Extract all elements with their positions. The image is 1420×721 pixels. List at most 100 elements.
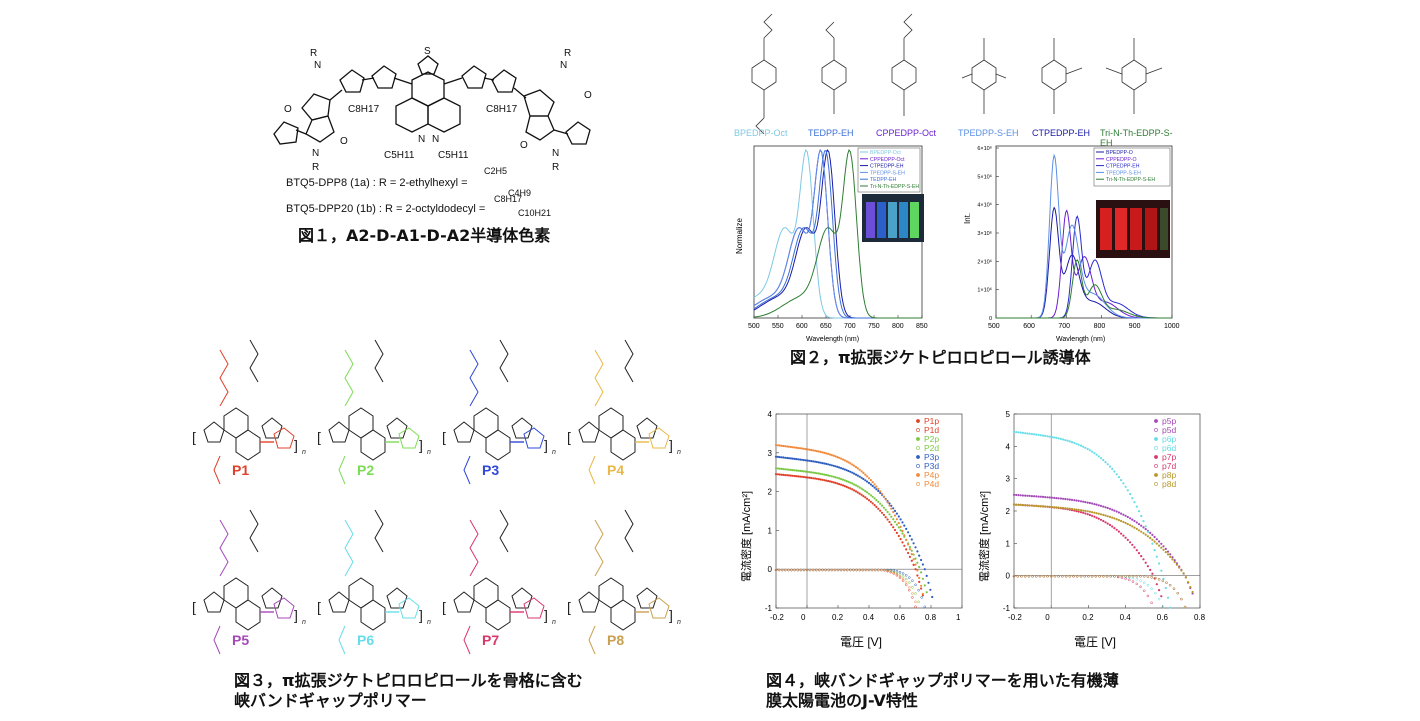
jv-dark-point-P4d — [880, 568, 883, 572]
jv-point-P1p — [797, 475, 800, 478]
jv-dark-point-p8d — [1113, 575, 1116, 578]
jv-point-P2p — [810, 471, 813, 474]
jv-point-p5p — [1131, 518, 1134, 521]
jv-x-tick-label: -0.2 — [1008, 613, 1022, 622]
jv-dark-point-P3d — [920, 596, 923, 599]
side-chain-P7 — [469, 519, 479, 577]
abs-x-label: Wavelength (nm) — [806, 336, 859, 343]
jv-point-P4p — [884, 498, 887, 501]
abs-x-tick-label: 700 — [844, 323, 856, 330]
btq5-dpp-structure: R N O O N R R N O O N R S N N C8H17 C8H1… — [273, 46, 592, 218]
jv-point-p5p — [1037, 495, 1040, 498]
jv-point-p5p — [1059, 497, 1062, 500]
bracket-left: [ — [567, 599, 571, 615]
jv-point-P1p — [823, 479, 826, 482]
svg-text:R: R — [564, 48, 571, 59]
jv-point-P1p — [841, 484, 845, 487]
jv-point-P2p — [827, 474, 830, 477]
jv-point-P2p — [832, 475, 835, 478]
jv-point-p7p — [1099, 518, 1103, 521]
jv-point-p6p — [1079, 444, 1083, 447]
c5h11-label-left: C5H11 — [384, 150, 415, 161]
jv-point-P1p — [903, 544, 906, 547]
jv-dark-point-p8d — [1105, 575, 1109, 578]
jv-dark-point-P1d — [895, 574, 899, 577]
jv-point-P3p — [905, 527, 908, 530]
jv-point-P3p — [918, 554, 921, 557]
jv-point-p6p — [1050, 436, 1053, 439]
side-chain-P4 — [594, 349, 604, 407]
jv-point-p6p — [1077, 443, 1080, 446]
jv-point-p8p — [1131, 525, 1134, 528]
jv-point-P4p — [853, 464, 856, 467]
jv-point-p5p — [1088, 501, 1091, 505]
polymer-label-P4: P4 — [607, 462, 624, 478]
jv-dark-point-p8d — [1098, 575, 1101, 578]
jv-point-p8p — [1050, 505, 1053, 509]
jv-point-P1p — [814, 477, 817, 480]
jv-point-p5p — [1026, 494, 1029, 497]
jv-dark-point-P4d — [802, 568, 806, 572]
jv-legend-marker — [916, 428, 920, 432]
jv-point-P3p — [774, 455, 778, 458]
jv-point-P3p — [856, 474, 859, 477]
repeat-n: n — [427, 449, 431, 456]
jv-point-P3p — [823, 462, 826, 465]
jv-dark-point-p6d — [1135, 578, 1139, 581]
jv-point-p6p — [1151, 542, 1154, 545]
jv-point-P4p — [793, 446, 796, 449]
jv-dark-point-p8d — [1068, 575, 1072, 578]
jv-point-p8p — [1048, 505, 1051, 508]
jv-point-p7p — [1120, 532, 1123, 535]
jv-point-P1p — [854, 490, 858, 493]
jv-point-P4p — [862, 471, 865, 474]
jv-point-p5p — [1173, 559, 1176, 562]
jv-point-P3p — [925, 574, 928, 577]
jv-point-P1p — [774, 473, 778, 476]
abs-x-tick-label: 500 — [748, 323, 760, 330]
jv-point-p5p — [1033, 495, 1036, 498]
jv-point-P2p — [845, 480, 848, 483]
jv-dark-point-P4d — [796, 568, 799, 572]
c5h11-label-right: C5H11 — [438, 150, 469, 161]
alkyl-chain-P5 — [249, 509, 259, 553]
jv-dark-point-P2d — [911, 586, 914, 589]
jv-legend-marker — [1154, 446, 1158, 450]
jv-point-p8p — [1153, 540, 1156, 543]
jv-point-p7p — [1093, 515, 1096, 518]
jv-point-P2p — [864, 490, 867, 493]
jv-point-p7p — [1108, 523, 1112, 527]
jv-point-p6p — [1021, 431, 1024, 434]
jv-legend-P2d: P2d — [924, 443, 939, 453]
jv-point-P3p — [929, 588, 932, 591]
jv-dark-point-P4d — [842, 568, 846, 572]
jv-point-P1p — [869, 500, 872, 503]
jv-dark-point-p8d — [1124, 575, 1127, 578]
jv-point-p5p — [1166, 550, 1170, 553]
jv-point-P2p — [867, 492, 871, 495]
jv-point-P1p — [834, 481, 837, 484]
jv-point-P1p — [873, 504, 876, 507]
bracket-left: [ — [192, 429, 196, 445]
jv-point-P4p — [908, 548, 911, 551]
jv-point-P1p — [879, 509, 882, 512]
jv-point-P4p — [877, 487, 880, 490]
jv-dark-point-p6d — [1128, 576, 1131, 579]
compound-name-5: CTPEDPP-EH — [1032, 128, 1091, 138]
jv-point-P3p — [793, 457, 796, 460]
jv-point-P1p — [845, 485, 848, 488]
polymer-P4: []nP4 — [567, 339, 681, 485]
jv-point-p8p — [1178, 566, 1181, 569]
jv-dark-point-P2d — [904, 577, 908, 581]
jv-point-p8p — [1171, 558, 1174, 561]
jv-point-p6p — [1046, 435, 1049, 438]
jv-point-P4p — [910, 553, 913, 556]
jv-point-p8p — [1046, 505, 1049, 508]
jv-dark-point-p8d — [1075, 575, 1079, 578]
jv-dark-point-p8d — [1035, 575, 1038, 578]
jv-point-p8p — [1021, 504, 1024, 507]
polymer-P8: []nP8 — [567, 509, 681, 655]
jv-point-p7p — [1077, 510, 1080, 513]
jv-point-p6p — [1064, 439, 1067, 442]
